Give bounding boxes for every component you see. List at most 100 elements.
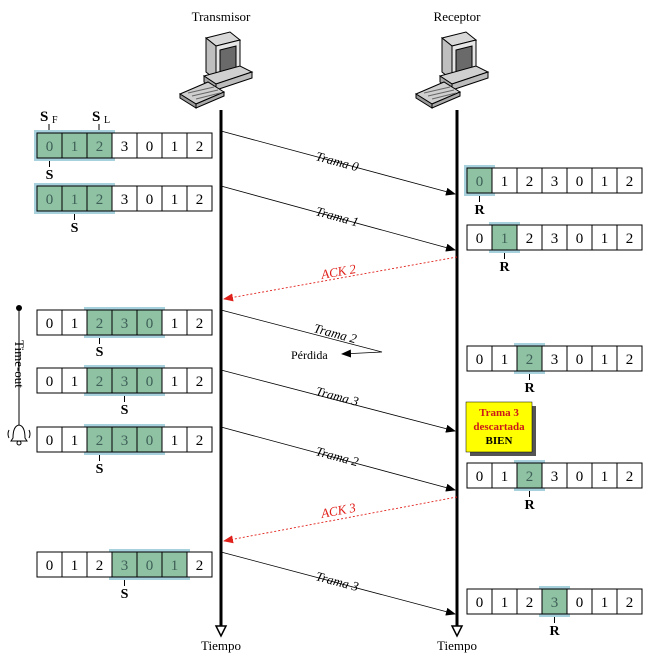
- receiver-window-row-2-cell-label-0: 0: [476, 231, 484, 247]
- sender-window-row-2-cell-label-2: 2: [96, 192, 104, 208]
- sender-window-row-2-cell-label-4: 0: [146, 192, 154, 208]
- sender-window-row-6-cell-label-0: 0: [46, 558, 54, 574]
- receiver-window-row-3-cell-label-2: 2: [526, 352, 534, 368]
- message-arrow-1: [220, 130, 456, 196]
- receiver-window-row-4-cell-label-6: 2: [626, 469, 634, 485]
- sender-window-row-4-cell-label-2: 2: [96, 374, 104, 390]
- sender-window-row-4-cell-4: [136, 367, 163, 394]
- message-label-1: Trama 0: [314, 148, 361, 174]
- receiver-window-row-5-cell-label-0: 0: [476, 595, 484, 611]
- receiver-window-row-1-pointer-label: R: [474, 203, 485, 218]
- receiver-window-row-3-cell-label-3: 3: [551, 352, 559, 368]
- sender-window-row-1-cell-0: [36, 132, 63, 159]
- sender-window-row-2-cell-label-6: 2: [196, 192, 204, 208]
- sender-window-row-5-cell-label-0: 0: [46, 433, 54, 449]
- transmitter-computer-icon: [178, 31, 254, 109]
- sender-window-row-6-cell-label-3: 3: [121, 558, 129, 574]
- sender-window-row-3-cell-label-2: 2: [96, 316, 104, 332]
- sender-window-row-4-cell-label-0: 0: [46, 374, 54, 390]
- sender-window-row-1-cell-5: [161, 132, 188, 159]
- sender-window-row-2-cell-0: [36, 185, 63, 212]
- sender-window-row-5-cell-label-5: 1: [171, 433, 179, 449]
- receiver-window-row-3-cell-label-5: 1: [601, 352, 609, 368]
- receiver-window-row-3-cell-1: [491, 345, 518, 372]
- receiver-time-label: Tiempo: [437, 638, 477, 653]
- sender-window-row-1-cell-6: [186, 132, 213, 159]
- sender-window-row-2-cell-1: [61, 185, 88, 212]
- sf-letter: S: [40, 109, 48, 125]
- receiver-window-row-1-cell-label-2: 2: [526, 174, 534, 190]
- message-label-7: ACK 3: [319, 500, 358, 522]
- sender-window-row-2-cell-4: [136, 185, 163, 212]
- bell-icon: [7, 424, 31, 446]
- transmitter-timeline-arrowhead: [214, 625, 228, 638]
- receiver-window-row-4-pointer-label: R: [524, 498, 535, 513]
- sender-window-row-6-cell-1: [61, 551, 88, 578]
- sender-window-row-3-cell-label-5: 1: [171, 316, 179, 332]
- sender-window-row-1-cell-label-1: 1: [71, 139, 79, 155]
- receiver-window-row-2-cell-label-2: 2: [526, 231, 534, 247]
- message-arrow-3: [223, 256, 458, 302]
- receiver-window-row-1-cell-0: [466, 167, 493, 194]
- receiver-window-row-2-cell-label-6: 2: [626, 231, 634, 247]
- sender-window-row-6-cell-label-1: 1: [71, 558, 79, 574]
- sender-window-row-3-cell-0: [36, 309, 63, 336]
- sender-window-row-4-cell-label-4: 0: [146, 374, 154, 390]
- lost-label: Pérdida: [291, 348, 328, 362]
- sender-window-row-1-cell-label-5: 1: [171, 139, 179, 155]
- receiver-window-row-5-cell-4: [566, 588, 593, 615]
- sender-window-row-2-cell-label-1: 1: [71, 192, 79, 208]
- sender-window-row-5-cell-4: [136, 426, 163, 453]
- receiver-window-row-3-cell-label-1: 1: [501, 352, 509, 368]
- receiver-window-row-1-cell-3: [541, 167, 568, 194]
- receiver-window-row-3-cell-3: [541, 345, 568, 372]
- sender-window-row-4-cell-3: [111, 367, 138, 394]
- receiver-window-row-1-cell-label-0: 0: [476, 174, 484, 190]
- receiver-window-row-3-cell-label-4: 0: [576, 352, 584, 368]
- sender-window-row-3-cell-6: [186, 309, 213, 336]
- receiver-window-row-4-cell-1: [491, 462, 518, 489]
- sender-window-row-4-cell-label-1: 1: [71, 374, 79, 390]
- message-arrow-8: [220, 551, 456, 616]
- receiver-window-row-5-pointer-label: R: [549, 624, 560, 639]
- timeout-label: Time-out: [12, 340, 27, 388]
- sender-window-row-5-cell-5: [161, 426, 188, 453]
- receiver-window-row-1-cell-label-6: 2: [626, 174, 634, 190]
- receiver-window-row-5-cell-1: [491, 588, 518, 615]
- receiver-window-row-3-cell-4: [566, 345, 593, 372]
- sender-window-row-6-cell-4: [136, 551, 163, 578]
- sender-window-row-5-cell-label-4: 0: [146, 433, 154, 449]
- receiver-timeline-arrowhead: [450, 625, 464, 638]
- sender-window-row-6-cell-label-4: 0: [146, 558, 154, 574]
- sender-window-row-4-cell-label-3: 3: [121, 374, 129, 390]
- sender-window-row-2-cell-3: [111, 185, 138, 212]
- sender-window-row-4-cell-label-5: 1: [171, 374, 179, 390]
- discard-note-line-1: Trama 3: [479, 407, 519, 419]
- receiver-window-row-2-cell-1: [491, 224, 518, 251]
- sender-window-row-1-cell-label-4: 0: [146, 139, 154, 155]
- receiver-window-row-3-cell-label-0: 0: [476, 352, 484, 368]
- sender-window-row-5-cell-label-6: 2: [196, 433, 204, 449]
- sender-window-row-6-cell-5: [161, 551, 188, 578]
- sender-window-row-1-cell-2: [86, 132, 113, 159]
- receiver-window-row-4-cell-5: [591, 462, 618, 489]
- receiver-window-row-4-cell-label-2: 2: [526, 469, 534, 485]
- message-arrow-2: [220, 185, 456, 252]
- sender-window-row-1-cell-label-3: 3: [121, 139, 129, 155]
- sf-subscript: F: [52, 115, 58, 126]
- receiver-window-row-1-cell-label-3: 3: [551, 174, 559, 190]
- receiver-window-row-2-cell-label-1: 1: [501, 231, 509, 247]
- receiver-window-row-1-cell-6: [616, 167, 643, 194]
- sender-window-row-4-pointer-label: S: [121, 403, 129, 418]
- message-label-8: Trama 3: [314, 568, 361, 594]
- sender-window-row-1-cell-label-2: 2: [96, 139, 104, 155]
- receiver-window-row-1-cell-label-5: 1: [601, 174, 609, 190]
- sender-window-row-3-cell-label-1: 1: [71, 316, 79, 332]
- discard-note: Trama 3 descartada BIEN: [465, 401, 536, 456]
- sender-window-row-2-pointer-label: S: [71, 221, 79, 236]
- receiver-window-row-4-cell-label-5: 1: [601, 469, 609, 485]
- message-label-6: Trama 2: [314, 443, 361, 469]
- receiver-window-row-2-cell-label-5: 1: [601, 231, 609, 247]
